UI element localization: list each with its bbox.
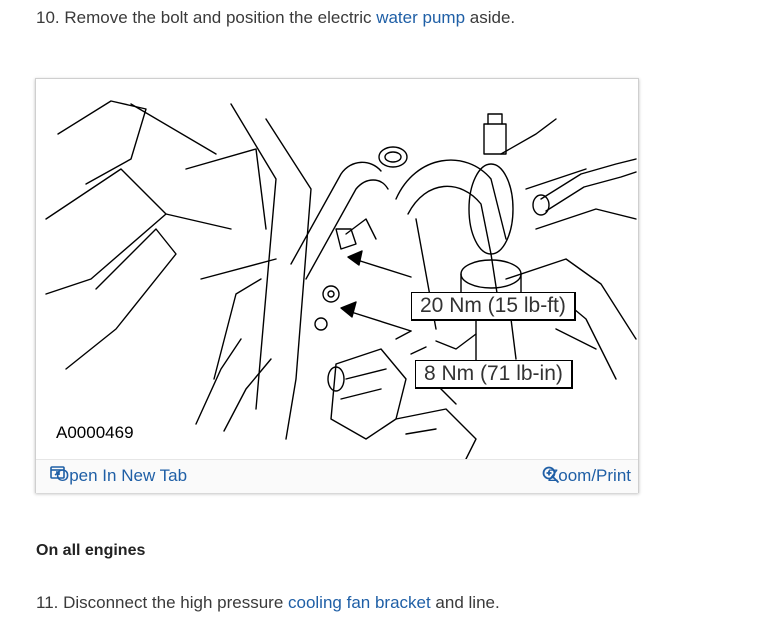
engine-diagram-illustration	[45, 100, 637, 459]
figure-footer-bar: Open In New Tab Zoom/Print	[36, 459, 638, 493]
section-heading: On all engines	[36, 542, 146, 559]
zoom-print-link[interactable]: Zoom/Print	[542, 466, 631, 486]
step-11-text: 11. Disconnect the high pressure cooling…	[36, 592, 500, 614]
cooling-fan-bracket-link[interactable]: cooling fan bracket	[288, 593, 431, 612]
open-in-new-tab-link[interactable]: Open In New Tab	[50, 466, 187, 486]
figure-id-label: A0000469	[56, 423, 134, 442]
step-10-suffix: aside.	[465, 8, 516, 27]
step-11-prefix: 11. Disconnect the high pressure	[36, 593, 288, 612]
torque-callout-8nm: 8 Nm (71 lb-in)	[415, 360, 573, 389]
step-10-text: 10. Remove the bolt and position the ele…	[36, 7, 515, 29]
step-11-suffix: and line.	[430, 593, 500, 612]
open-in-new-tab-label: Open In New Tab	[56, 466, 188, 485]
step-10-prefix: 10. Remove the bolt and position the ele…	[36, 8, 377, 27]
figure-container: 20 Nm (15 lb-ft) 8 Nm (71 lb-in) A000046…	[35, 78, 639, 493]
zoom-print-label: Zoom/Print	[547, 466, 631, 485]
torque-callout-20nm: 20 Nm (15 lb-ft)	[411, 292, 576, 321]
water-pump-link[interactable]: water pump	[376, 8, 466, 27]
